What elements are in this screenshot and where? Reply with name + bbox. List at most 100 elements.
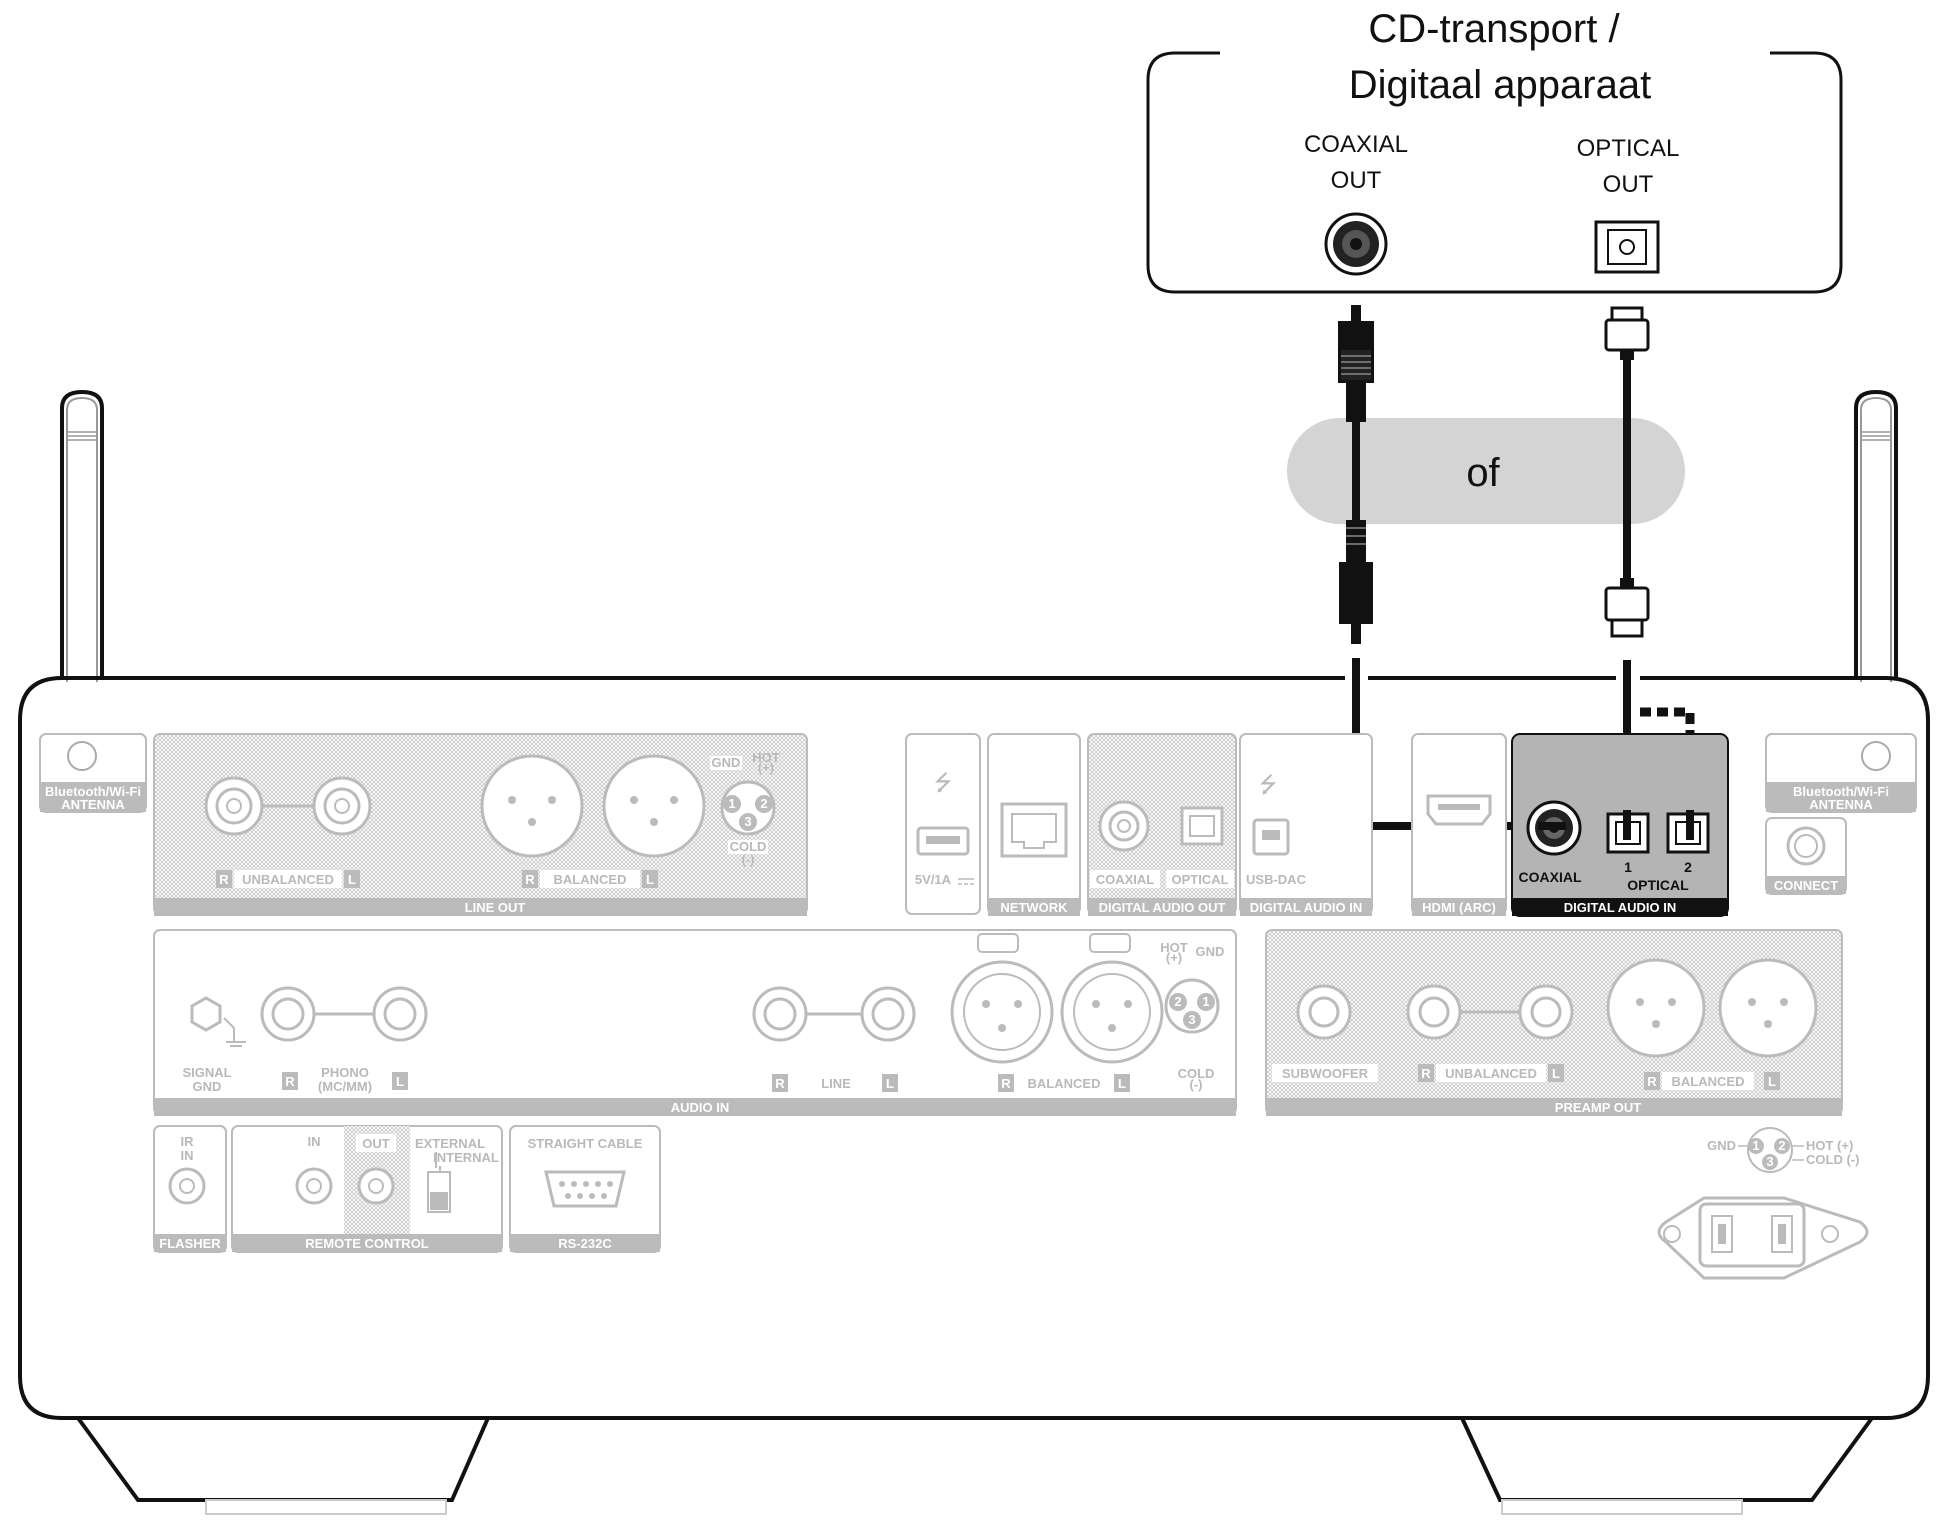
- remote-internal-label: INTERNAL: [433, 1150, 499, 1165]
- line-out-r-badge: R: [219, 872, 229, 887]
- audio-in-pin-3: 3: [1188, 1012, 1195, 1027]
- preamp-bal-r-badge: R: [1647, 1074, 1657, 1089]
- phono-line1: PHONO: [321, 1065, 369, 1080]
- flasher-in: IN: [181, 1148, 194, 1163]
- remote-out-label: OUT: [362, 1136, 390, 1151]
- usb-dac-section-title: DIGITAL AUDIO IN: [1250, 900, 1362, 915]
- signal-gnd-line2: GND: [193, 1079, 222, 1094]
- line-out-pin-3: 3: [744, 814, 751, 829]
- antenna-port-left: Bluetooth/Wi-Fi ANTENNA: [39, 733, 147, 813]
- line-out-cold: COLD: [730, 839, 767, 854]
- remote-in-label: IN: [308, 1134, 321, 1149]
- remote-control-title: REMOTE CONTROL: [305, 1236, 429, 1251]
- coaxial-out-label-line1: COAXIAL: [1304, 131, 1408, 158]
- preamp-out-section: PREAMP OUT SUBWOOFER R UNBALANCED L R BA…: [1265, 929, 1843, 1116]
- flasher-section: IR IN FLASHER: [153, 1125, 227, 1253]
- digital-in-optical-label: OPTICAL: [1627, 877, 1689, 893]
- rs232c-cable-label: STRAIGHT CABLE: [528, 1136, 643, 1151]
- usb-port-section: ⭍ 5V/1A: [905, 733, 981, 915]
- antenna-left: [60, 389, 104, 682]
- optical-out-label-line2: OUT: [1603, 171, 1654, 198]
- antenna-port-right: Bluetooth/Wi-Fi ANTENNA: [1765, 733, 1917, 813]
- pin-legend: GND 1 2 3 HOT (+) COLD (-): [1707, 1127, 1859, 1173]
- audio-in-xlr-l: [1060, 933, 1164, 1064]
- audio-in-title: AUDIO IN: [671, 1100, 730, 1115]
- line-out-pin-1: 1: [728, 796, 735, 811]
- signal-gnd-line1: SIGNAL: [182, 1065, 231, 1080]
- line-out-xlr-r: [480, 754, 584, 858]
- line-out-unbalanced-label: UNBALANCED: [242, 872, 334, 887]
- line-out-rca-r: [204, 776, 264, 836]
- line-out-balanced-label: BALANCED: [554, 872, 627, 887]
- preamp-xlr-r: [1606, 958, 1706, 1058]
- line-in-label: LINE: [821, 1076, 851, 1091]
- audio-in-bal-r-badge: R: [1001, 1076, 1011, 1091]
- digital-out-optical-label: OPTICAL: [1171, 872, 1228, 887]
- usb-dac-icon: ⭍: [1259, 772, 1277, 797]
- pin-legend-1: 1: [1752, 1138, 1759, 1153]
- audio-in-hot: HOT: [1160, 940, 1188, 955]
- connect-button-section: CONNECT: [1765, 817, 1847, 895]
- digital-in-port-2: 2: [1684, 859, 1692, 875]
- phono-l-badge: L: [396, 1074, 404, 1089]
- phono-line2: (MC/MM): [318, 1079, 372, 1094]
- receiver-chassis: [18, 389, 1930, 1515]
- usb-power-label: 5V/1A: [915, 872, 952, 887]
- audio-in-hot-sign: (+): [1166, 950, 1182, 965]
- coaxial-out-jack: [1324, 212, 1388, 276]
- audio-in-gnd: GND: [1196, 944, 1225, 959]
- audio-in-cold: COLD: [1178, 1066, 1215, 1081]
- preamp-bal-l-badge: L: [1768, 1074, 1776, 1089]
- preamp-balanced-label: BALANCED: [1672, 1074, 1745, 1089]
- line-out-pin-diagram: GND HOT (+) 1 2 3 COLD (-): [710, 750, 780, 867]
- line-out-bal-r-badge: R: [525, 872, 535, 887]
- or-label: of: [1466, 451, 1500, 495]
- digital-in-title: DIGITAL AUDIO IN: [1564, 900, 1676, 915]
- line-out-hot-sign: (+): [758, 760, 774, 775]
- hdmi-section: HDMI (ARC): [1411, 733, 1507, 916]
- preamp-unbalanced-label: UNBALANCED: [1445, 1066, 1537, 1081]
- audio-in-balanced-label: BALANCED: [1028, 1076, 1101, 1091]
- antenna-left-label-line2: ANTENNA: [61, 797, 125, 812]
- audio-in-cold-sign: (-): [1190, 1077, 1203, 1092]
- optical-out-jack: [1594, 220, 1660, 274]
- antenna-right: [1854, 389, 1898, 682]
- subwoofer-label: SUBWOOFER: [1282, 1066, 1369, 1081]
- pin-legend-cold: COLD (-): [1806, 1152, 1859, 1167]
- line-out-xlr-l: [602, 754, 706, 858]
- remote-external-label: EXTERNAL: [415, 1136, 485, 1151]
- line-out-section: LINE OUT R UNBALANCED L R BALANCED: [153, 733, 808, 916]
- digital-out-coaxial-label: COAXIAL: [1096, 872, 1155, 887]
- remote-control-section: IN OUT EXTERNAL INTERNAL REMOTE CONTROL: [231, 1125, 503, 1253]
- usb-dac-label: USB-DAC: [1246, 872, 1307, 887]
- hdmi-label: HDMI (ARC): [1422, 900, 1496, 915]
- flasher-ir: IR: [181, 1134, 195, 1149]
- coaxial-out-label-line2: OUT: [1331, 167, 1382, 194]
- audio-in-pin-diagram: HOT (+) GND 2 1 3 COLD (-): [1160, 940, 1224, 1092]
- pin-legend-3: 3: [1766, 1154, 1773, 1169]
- line-out-hot: HOT: [752, 750, 780, 765]
- digital-out-title: DIGITAL AUDIO OUT: [1099, 900, 1226, 915]
- pin-legend-gnd: GND: [1707, 1138, 1736, 1153]
- rs232c-section: STRAIGHT CABLE RS-232C: [509, 1125, 661, 1253]
- audio-in-bal-l-badge: L: [1118, 1076, 1126, 1091]
- pin-legend-2: 2: [1778, 1138, 1785, 1153]
- antenna-right-label-line1: Bluetooth/Wi-Fi: [1793, 784, 1889, 799]
- audio-in-pin-2: 2: [1174, 994, 1181, 1009]
- digital-in-port-1: 1: [1624, 859, 1632, 875]
- line-out-cold-sign: (-): [742, 852, 755, 867]
- audio-in-pin-1: 1: [1202, 994, 1209, 1009]
- antenna-left-label-line1: Bluetooth/Wi-Fi: [45, 784, 141, 799]
- rs232c-label: RS-232C: [558, 1236, 612, 1251]
- preamp-out-title: PREAMP OUT: [1555, 1100, 1641, 1115]
- digital-in-coaxial-label: COAXIAL: [1519, 869, 1582, 885]
- line-out-rca-l: [312, 776, 372, 836]
- or-bubble: of: [1287, 418, 1685, 524]
- line-out-pin-2: 2: [760, 796, 767, 811]
- line-out-gnd: GND: [712, 755, 741, 770]
- digital-audio-out-section: COAXIAL OPTICAL DIGITAL AUDIO OUT: [1087, 733, 1237, 916]
- flasher-label: FLASHER: [159, 1236, 221, 1251]
- preamp-unbal-l-badge: L: [1552, 1066, 1560, 1081]
- usb-icon: ⭍: [934, 770, 952, 795]
